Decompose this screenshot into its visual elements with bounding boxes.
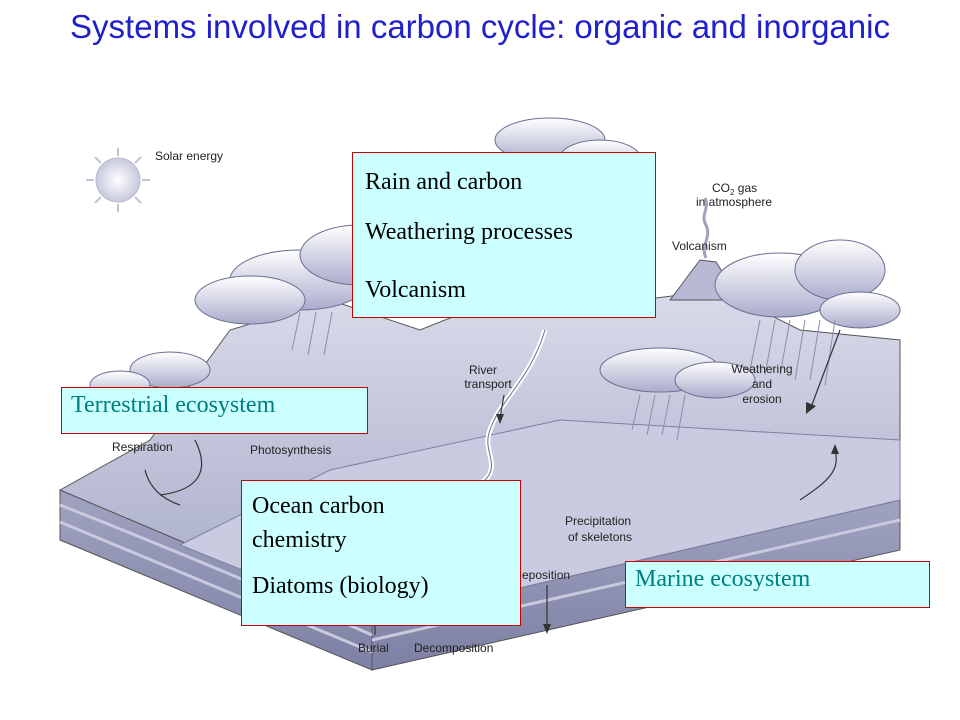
marine-ecosystem-label: Marine ecosystem [625, 561, 930, 608]
callout-line: chemistry [252, 527, 347, 553]
callout-line: Volcanism [365, 277, 466, 303]
label-solar-energy: Solar energy [155, 149, 223, 163]
label-and: and [752, 377, 772, 391]
callout-rain-weathering-volcanism: Rain and carbon Weathering processes Vol… [352, 152, 656, 318]
label-in-atmosphere: in atmosphere [696, 195, 772, 209]
sun-icon [86, 148, 150, 212]
label-photosynthesis: Photosynthesis [250, 443, 331, 457]
callout-line: Weathering processes [365, 219, 573, 245]
label-precipitation: Precipitation [565, 514, 631, 528]
rain [291, 311, 836, 441]
label-respiration: Respiration [112, 440, 173, 454]
label-river: River [469, 363, 497, 377]
label-deposition: eposition [522, 568, 570, 582]
label-volcanism: Volcanism [672, 239, 727, 253]
label-transport: transport [464, 377, 512, 391]
label-weathering: Weathering [731, 362, 792, 376]
callout-line: Rain and carbon [365, 169, 523, 195]
callout-line: Diatoms (biology) [252, 573, 429, 599]
label-burial: Burial [358, 641, 389, 655]
label-decomposition: Decomposition [414, 641, 493, 655]
label-co2-gas: CO2 gas [712, 181, 757, 197]
label-of-skeletons: of skeletons [568, 530, 632, 544]
callout-ocean-carbon: Ocean carbon chemistry Diatoms (biology) [241, 480, 521, 626]
slide-title: Systems involved in carbon cycle: organi… [70, 8, 890, 45]
callout-line: Ocean carbon [252, 493, 385, 519]
terrestrial-ecosystem-label: Terrestrial ecosystem [61, 387, 368, 434]
label-erosion: erosion [742, 392, 781, 406]
